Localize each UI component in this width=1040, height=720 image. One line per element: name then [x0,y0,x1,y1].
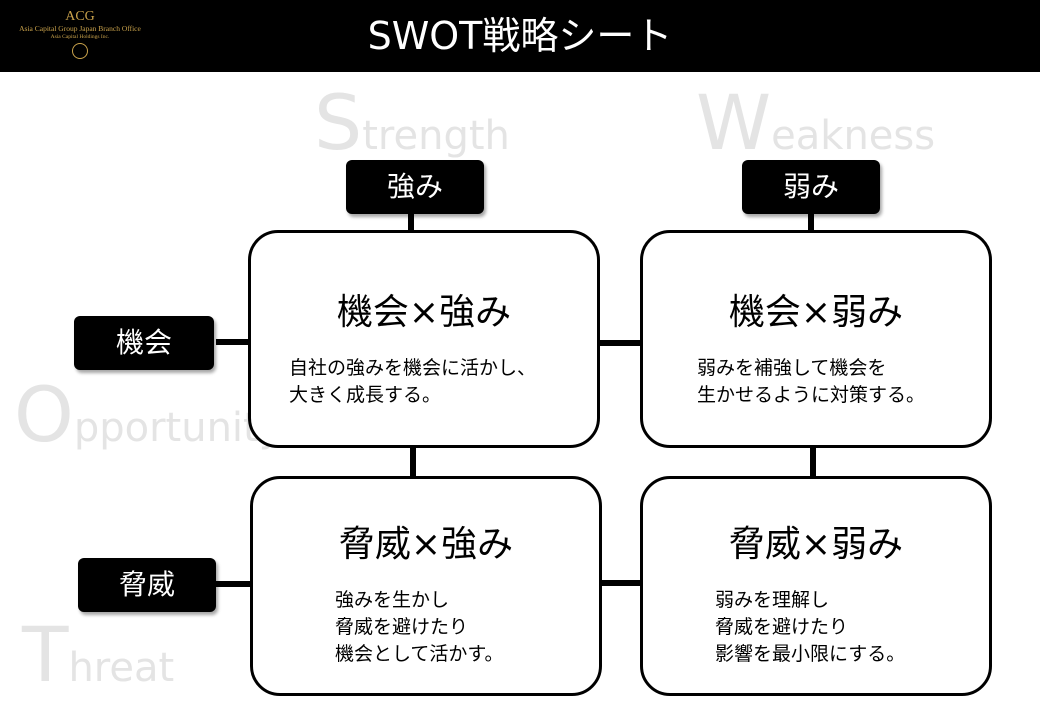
logo-acronym: ACG [65,9,95,24]
acg-logo: ACG Asia Capital Group Japan Branch Offi… [10,10,150,66]
cell-threat-weakness: 脅威×弱み 弱みを理解し 脅威を避けたり 影響を最小限にする。 [640,476,992,696]
tag-opportunity: 機会 [74,316,214,370]
connector-right-vertical [810,444,816,480]
cell-threat-strength: 脅威×強み 強みを生かし 脅威を避けたり 機会として活かす。 [250,476,602,696]
watermark-threat: Threat [22,610,175,699]
cell-opportunity-weakness: 機会×弱み 弱みを補強して機会を 生かせるように対策する。 [640,230,992,448]
cell-title: 脅威×弱み [728,524,904,565]
seal-icon [72,43,88,59]
logo-holdings: Asia Capital Holdings Inc. [50,34,110,40]
cell-description: 弱みを理解し 脅威を避けたり 影響を最小限にする。 [715,589,906,665]
cell-title: 機会×強み [336,292,512,333]
logo-company: Asia Capital Group Japan Branch Office [19,24,141,33]
cell-opportunity-strength: 機会×強み 自社の強みを機会に活かし、 大きく成長する。 [248,230,600,448]
connector-left-vertical [410,444,416,480]
cell-description: 弱みを補強して機会を 生かせるように対策する。 [697,357,926,406]
connector-top-horizontal [598,340,642,346]
connector-threat-tag [216,581,252,587]
cell-title: 機会×弱み [728,292,904,333]
tag-threat: 脅威 [78,558,216,612]
watermark-weakness: Weakness [696,78,936,167]
connector-strength-tag [408,212,414,234]
page-title: SWOT戦略シート [367,14,673,58]
header-bar: ACG Asia Capital Group Japan Branch Offi… [0,0,1040,72]
cell-description: 強みを生かし 脅威を避けたり 機会として活かす。 [335,589,504,665]
tag-strength: 強み [346,160,484,214]
connector-bottom-horizontal [598,580,642,586]
cell-description: 自社の強みを機会に活かし、 大きく成長する。 [289,357,537,406]
cell-title: 脅威×強み [338,524,514,565]
connector-weakness-tag [808,212,814,234]
watermark-opportunity: Opportunity [14,370,283,459]
tag-weakness: 弱み [742,160,880,214]
watermark-strength: Strength [314,78,510,167]
connector-opportunity-tag [216,339,252,345]
